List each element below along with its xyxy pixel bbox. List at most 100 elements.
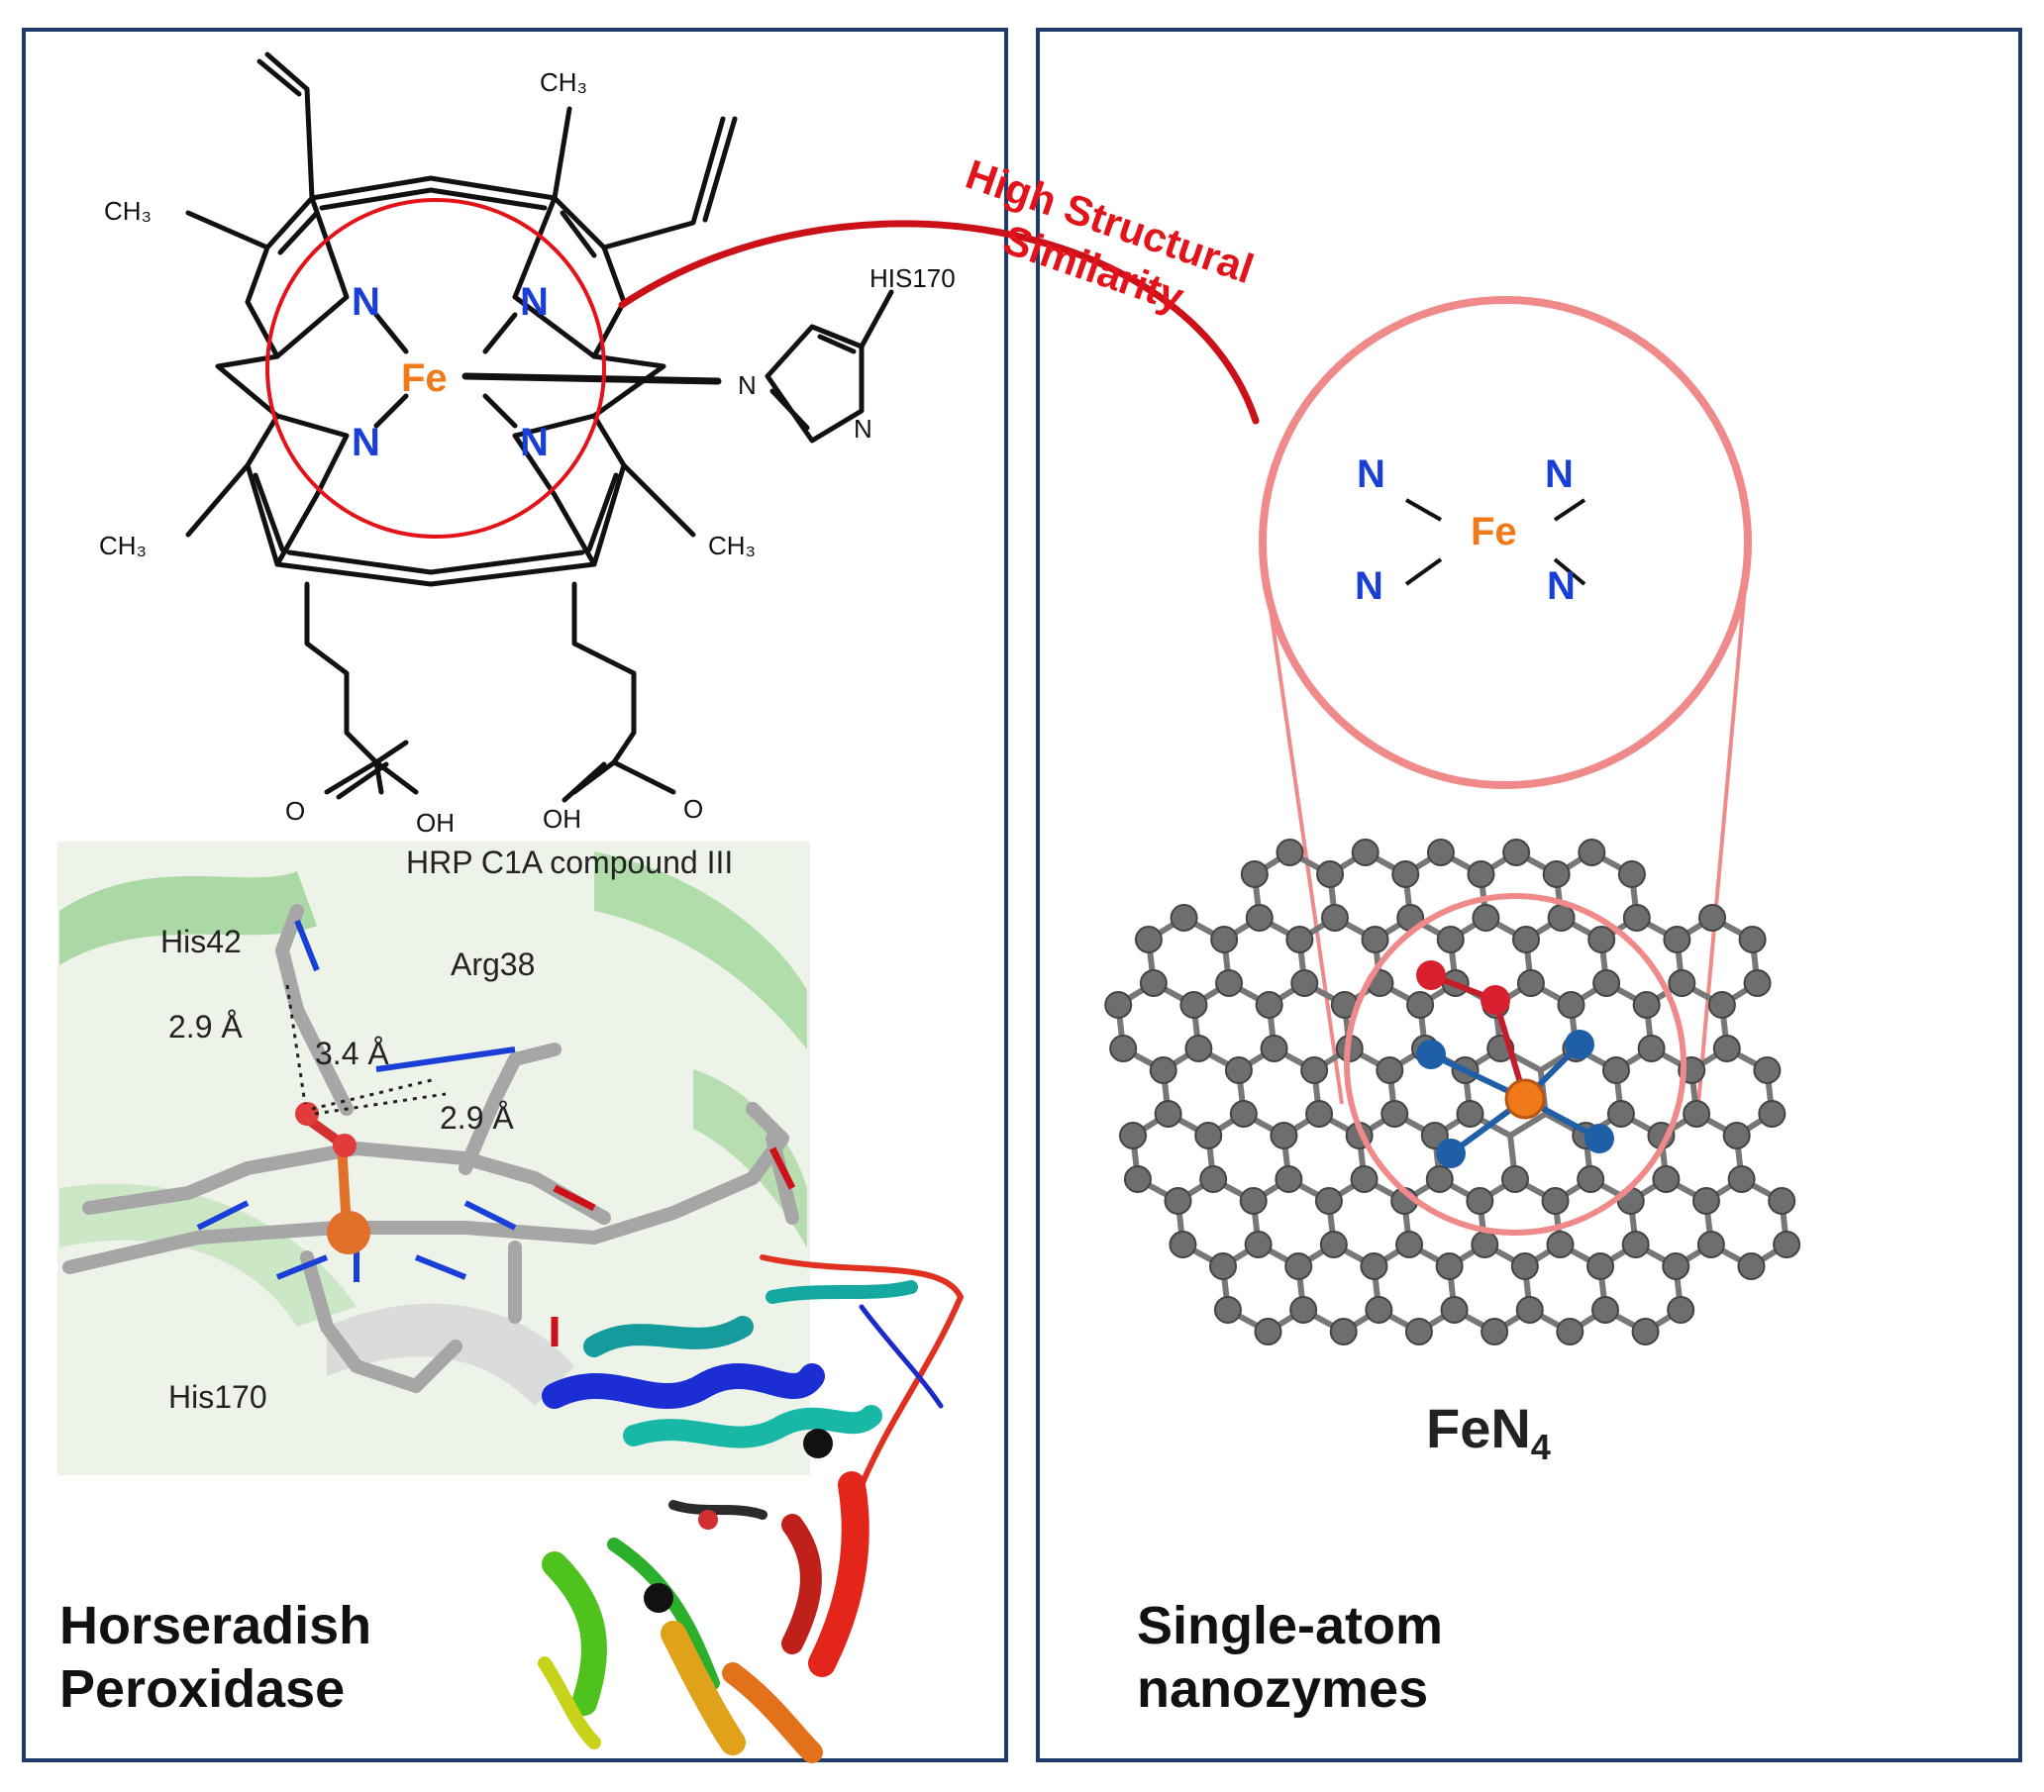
hrp-caption: Horseradish Peroxidase [59,1594,371,1721]
carbon-atom [1738,926,1767,953]
carbon-atom [1350,1165,1379,1193]
carbon-atom [1632,991,1661,1019]
carbon-atom [1722,1122,1751,1149]
carbon-atom [1406,991,1435,1019]
carbon-atom [1380,1100,1409,1128]
carbon-atom [1683,1100,1711,1128]
carbon-atom [1481,1318,1509,1345]
carbon-atom [1154,1100,1182,1128]
nitrogen-label: N [352,421,380,464]
carbon-atom [1164,1187,1192,1215]
imidazole-nitrogen-label: N [854,414,872,444]
carbon-atom [1184,1035,1213,1062]
carbon-atom [1215,969,1244,997]
fen4-zoom-circle [1259,296,1752,789]
hydroxyl-label: OH [416,808,455,838]
carbon-atom [1240,860,1269,888]
nitrogen-atom [1416,1040,1446,1069]
carbonyl-oxygen-label: O [285,796,305,826]
carbon-atom [1109,1035,1138,1062]
carbon-atom [1768,1187,1796,1215]
carbon-atom [1255,991,1283,1019]
carbon-atom [1270,1122,1298,1149]
carbon-atom [1300,1056,1329,1084]
zoom-guide-right [1696,553,1750,1105]
nitrogen-label: N [520,280,549,324]
carbon-atom [1365,1296,1393,1324]
carbon-atom [1319,1231,1348,1258]
carbon-atom [1467,860,1495,888]
active-site-highlight [1344,893,1686,1236]
carbon-atom [1194,1122,1223,1149]
carbon-atom [1436,926,1465,953]
carbon-atom [1245,904,1274,932]
graphene-sheet [1104,839,1801,1345]
carbon-atom [1510,1252,1539,1280]
iron-label: Fe [401,356,448,400]
carbon-atom [1118,1122,1147,1149]
site-nitrogen-label: N [1547,564,1576,608]
carbon-atom [1586,1252,1615,1280]
carbonyl-oxygen-label: O [683,794,703,824]
crystal-structure-title: HRP C1A compound III [406,845,733,880]
carbon-atom [1546,1231,1575,1258]
carbon-atom [1511,926,1540,953]
carbon-atom [1472,904,1500,932]
heme-structure [185,51,894,803]
carbon-atom [1622,904,1651,932]
his42-distance-label: 2.9 Å [168,1009,243,1045]
carbon-atom [1376,1056,1404,1084]
carbon-atom [1707,991,1736,1019]
carbon-atom [1208,1252,1237,1280]
oxygen-atom [1481,985,1510,1015]
carbon-atom [1360,1252,1388,1280]
site-nitrogen-label: N [1545,452,1574,496]
carbon-atom [1361,926,1389,953]
his42-label: His42 [160,924,242,959]
carbon-atom [1420,1122,1449,1149]
imidazole-nitrogen-label: N [738,370,757,400]
carbon-atom [1631,1318,1660,1345]
carbon-bond [1508,1111,1548,1139]
carbon-atom [1440,1296,1469,1324]
heme-core-highlight [265,198,606,539]
carbon-atom [1289,1296,1318,1324]
methyl-label: CH₃ [99,531,147,560]
carbon-atom [1139,969,1168,997]
carbon-atom [1456,1100,1484,1128]
protein-ribbon [538,1254,964,1763]
carbon-atom [1210,926,1239,953]
heme-labels: N N N N Fe [352,280,549,464]
carbon-atom [1149,1056,1177,1084]
oxygen-atom [1416,960,1446,990]
carbon-atom [1557,991,1585,1019]
carbon-atom [1213,1296,1242,1324]
carbon-atom [1578,839,1606,866]
carbon-atom [1668,969,1696,997]
carbon-atom [1698,904,1727,932]
nanozyme-caption-line2: nanozymes [1137,1659,1429,1719]
carbon-atom [1541,1187,1570,1215]
carbon-atom [1556,1318,1584,1345]
methyl-label: CH₃ [104,196,152,226]
arg38-distance-label: 3.4 Å [315,1036,389,1071]
fen4-site-labels: N N N N Fe [1355,452,1576,608]
carbon-atom [1547,904,1576,932]
site-iron-label: Fe [1471,510,1517,553]
carbon-atom [1758,1100,1787,1128]
carbon-atom [1391,860,1420,888]
carbon-atom [1542,860,1571,888]
heme-iron-atom [698,1510,718,1530]
fen4-site-bonds [1404,498,1586,586]
carbon-atom [1170,904,1198,932]
carbon-atom [1773,1231,1801,1258]
carbon-atom [1516,969,1545,997]
carbon-atom [1500,1165,1529,1193]
carbon-atom [1285,926,1314,953]
carbon-atom [1601,1056,1630,1084]
carbon-atom [1515,1296,1544,1324]
carbon-atom [1696,1231,1725,1258]
carbon-atom [1329,1318,1358,1345]
